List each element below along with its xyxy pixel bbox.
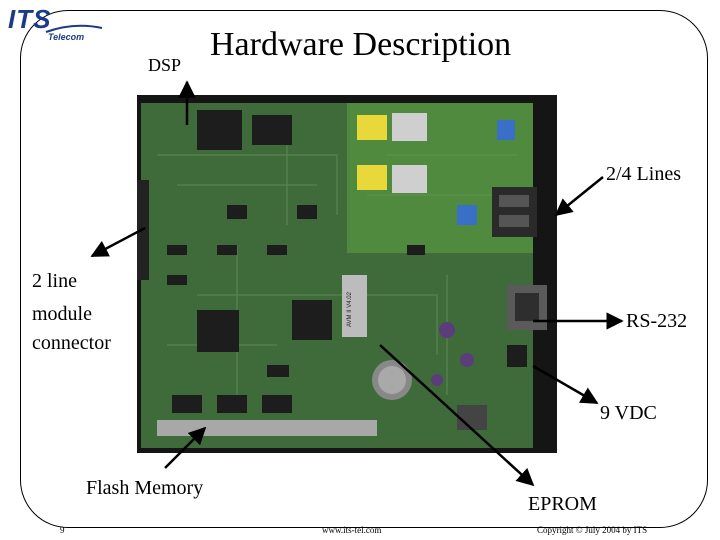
its-logo: ITS Telecom [8, 4, 118, 48]
page-number: 9 [60, 525, 65, 535]
label-eprom: EPROM [528, 493, 597, 515]
logo-brand: ITS [8, 4, 52, 34]
label-flash-memory: Flash Memory [86, 477, 204, 499]
label-dsp: DSP [148, 55, 182, 75]
footer-url: www.its-tel.com [322, 525, 382, 535]
page-title: Hardware Description [210, 26, 512, 63]
circuit-board-image: AVM II V4.02 [137, 95, 557, 453]
label-9vdc: 9 VDC [600, 402, 657, 424]
logo-swoosh-icon [45, 24, 103, 33]
label-rs232: RS-232 [626, 310, 688, 332]
label-module-line3: connector [32, 332, 111, 354]
label-lines: 2/4 Lines [606, 163, 681, 185]
footer-copyright: Copyright © July 2004 by ITS [537, 525, 648, 535]
slide-frame [20, 10, 708, 528]
label-module-line1: 2 line [32, 270, 77, 292]
logo-sub: Telecom [48, 32, 85, 42]
eprom-chip-label: AVM II V4.02 [347, 291, 353, 327]
label-module-line2: module [32, 303, 92, 325]
